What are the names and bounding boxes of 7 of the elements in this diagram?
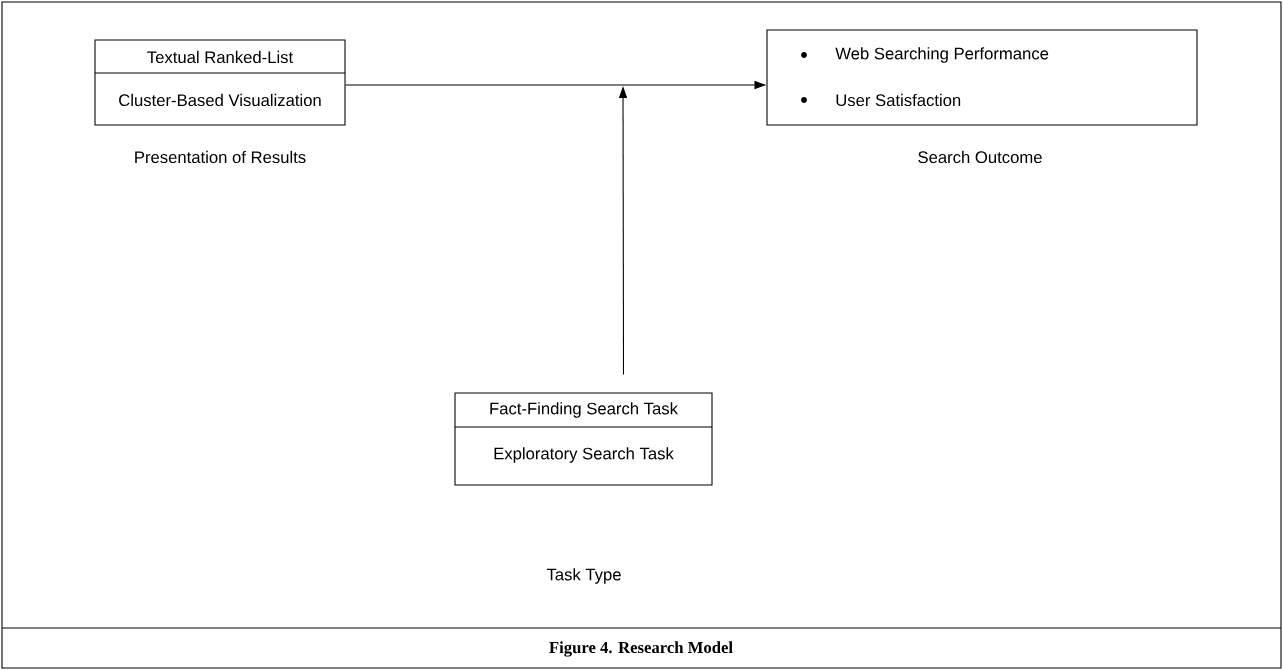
box-caption: Search Outcome xyxy=(918,150,1042,164)
figure-caption: Figure 4. Research Model xyxy=(549,641,733,657)
list-box: Textual Ranked-List Cluster-Based Visualization xyxy=(94,39,346,126)
list-box: Fact-Finding Search Task Exploratory Search Task xyxy=(454,392,713,486)
box-caption: Presentation of Results xyxy=(135,150,306,164)
bullet-list-box: Web Searching Performance User Satisfaction xyxy=(766,29,1198,126)
group-caption: Task Type xyxy=(546,568,621,584)
